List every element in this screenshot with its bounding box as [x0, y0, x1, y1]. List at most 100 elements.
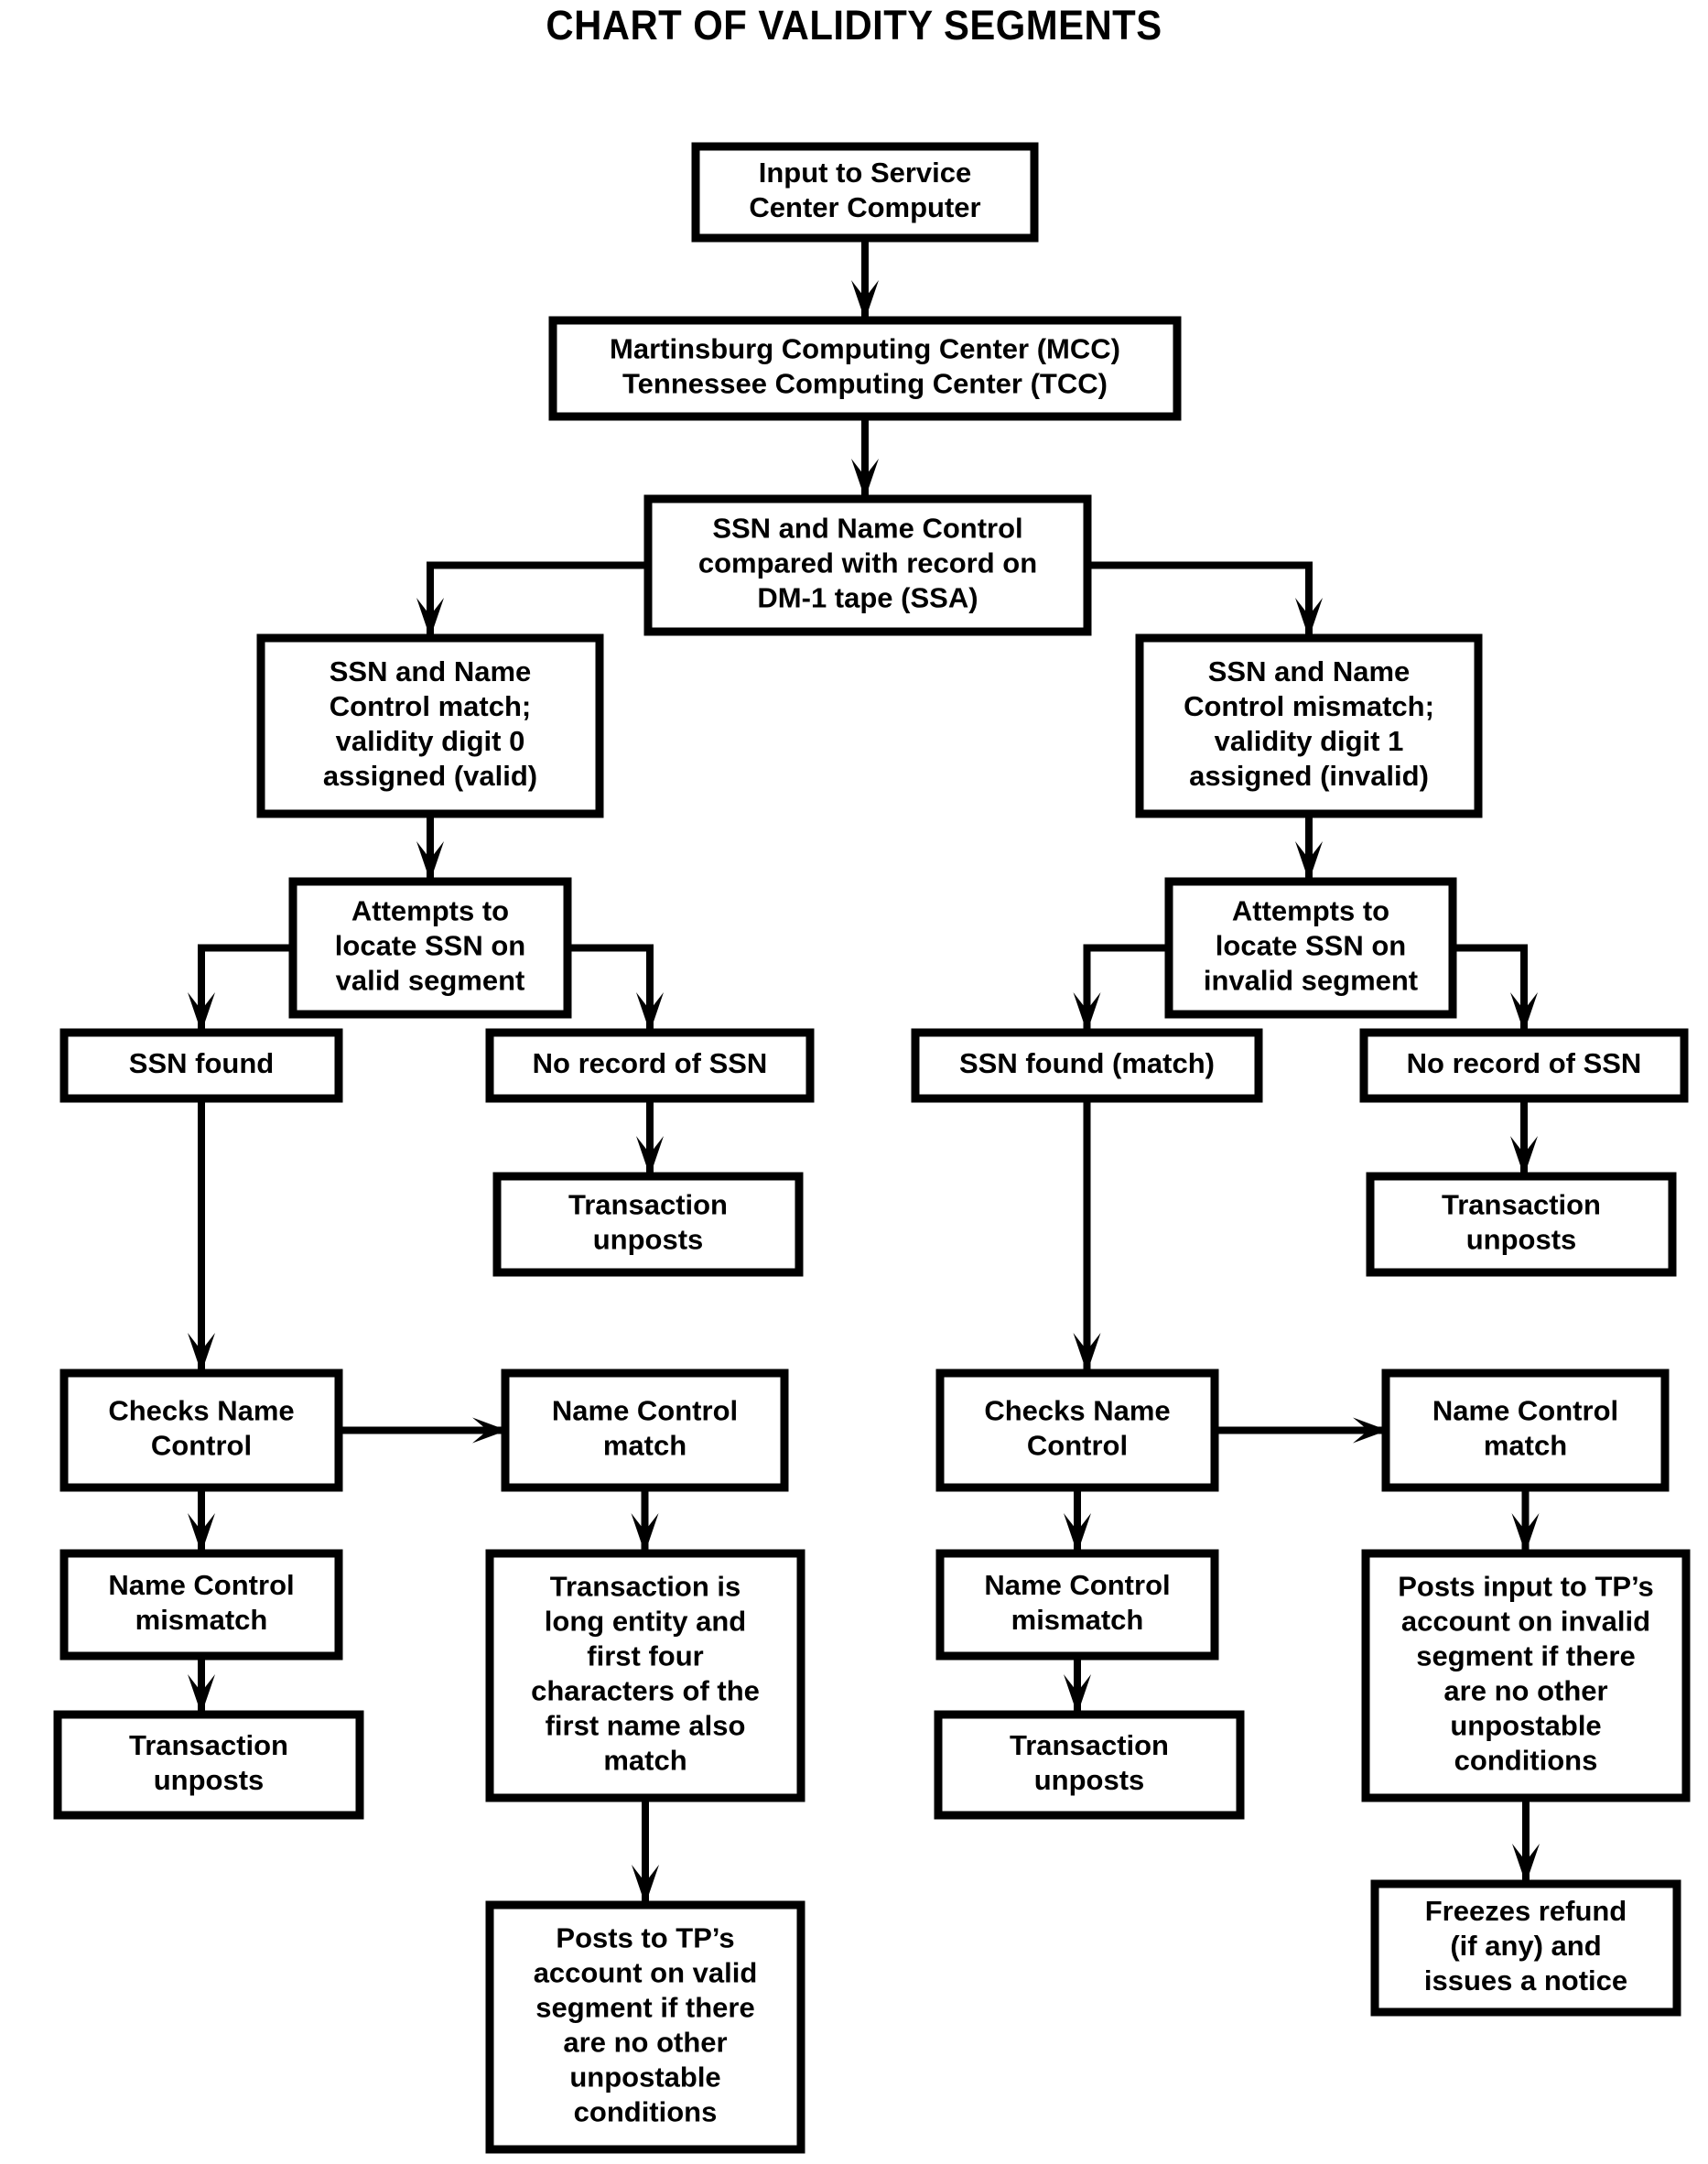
connector-n14-to-n18 — [188, 1488, 215, 1553]
connector-n7-to-n10 — [1073, 944, 1169, 1033]
node-box[interactable] — [59, 1369, 343, 1492]
arrowhead-icon — [416, 598, 444, 638]
node-box[interactable] — [691, 142, 1039, 243]
arrowhead-icon — [1511, 1513, 1540, 1553]
connector-n5-to-n7 — [1295, 814, 1323, 882]
arrowhead-icon — [636, 1136, 664, 1176]
node-label: Martinsburg Computing Center (MCC)Tennes… — [610, 333, 1120, 400]
connector-n6-to-n9 — [568, 944, 664, 1033]
node-box[interactable] — [935, 1549, 1219, 1661]
connector-line — [427, 561, 648, 638]
node-box[interactable] — [1370, 1879, 1681, 2017]
arrowhead-icon — [188, 992, 215, 1033]
connectors-layer — [188, 238, 1540, 1905]
node-label: No record of SSN — [1407, 1047, 1642, 1079]
arrowhead-icon — [851, 280, 879, 320]
connector-n17-to-n21 — [1511, 1488, 1540, 1553]
connector-n3-to-n4 — [416, 561, 648, 638]
arrowhead-icon — [1073, 1333, 1101, 1373]
node-box[interactable] — [256, 633, 604, 818]
arrowhead-icon — [1064, 1674, 1091, 1715]
arrowhead-icon — [472, 1417, 507, 1444]
arrowhead-icon — [636, 992, 664, 1033]
node-no-record-of-ssn[interactable]: No record of SSN — [485, 1028, 815, 1103]
node-martinsburg-computing-center-mcc-tennessee-com[interactable]: Martinsburg Computing Center (MCC)Tennes… — [548, 316, 1182, 421]
node-box[interactable] — [548, 316, 1182, 421]
node-box[interactable] — [1164, 877, 1457, 1019]
connector-n16-to-n20 — [1064, 1488, 1091, 1553]
arrowhead-icon — [1295, 841, 1323, 882]
connector-n6-to-n8 — [188, 944, 293, 1033]
connector-n3-to-n5 — [1087, 561, 1323, 638]
arrowhead-icon — [632, 1865, 659, 1905]
connector-n10-to-n16 — [1073, 1098, 1101, 1373]
arrowhead-icon — [1512, 1844, 1540, 1884]
node-box[interactable] — [59, 1028, 343, 1103]
node-box[interactable] — [911, 1028, 1263, 1103]
node-label: SSN found (match) — [959, 1047, 1215, 1079]
node-box[interactable] — [1381, 1369, 1670, 1492]
connector-line — [1453, 944, 1528, 1033]
node-ssn-found[interactable]: SSN found — [59, 1028, 343, 1103]
connector-n8-to-n14 — [188, 1098, 215, 1373]
node-box[interactable] — [643, 494, 1092, 636]
connector-n11-to-n13 — [1510, 1098, 1538, 1176]
node-box[interactable] — [935, 1369, 1219, 1492]
node-box[interactable] — [934, 1710, 1245, 1820]
node-box[interactable] — [485, 1549, 805, 1802]
connector-n21-to-n24 — [1512, 1798, 1540, 1884]
node-box[interactable] — [1359, 1028, 1689, 1103]
connector-n14-to-n15 — [339, 1417, 507, 1444]
node-box[interactable] — [1135, 633, 1483, 818]
node-box[interactable] — [59, 1549, 343, 1661]
node-box[interactable] — [1361, 1549, 1691, 1802]
node-box[interactable] — [501, 1369, 789, 1492]
node-box[interactable] — [53, 1710, 364, 1820]
arrowhead-icon — [1353, 1417, 1388, 1444]
node-box[interactable] — [288, 877, 572, 1019]
node-no-record-of-ssn[interactable]: No record of SSN — [1359, 1028, 1689, 1103]
arrowhead-icon — [416, 841, 444, 882]
node-label: SSN found — [129, 1047, 274, 1079]
node-box[interactable] — [485, 1900, 805, 2154]
node-ssn-found-match[interactable]: SSN found (match) — [911, 1028, 1263, 1103]
arrowhead-icon — [1073, 992, 1101, 1033]
node-box[interactable] — [492, 1172, 804, 1277]
node-box[interactable] — [485, 1028, 815, 1103]
node-box[interactable] — [1366, 1172, 1677, 1277]
connector-n18-to-n22 — [188, 1656, 215, 1715]
